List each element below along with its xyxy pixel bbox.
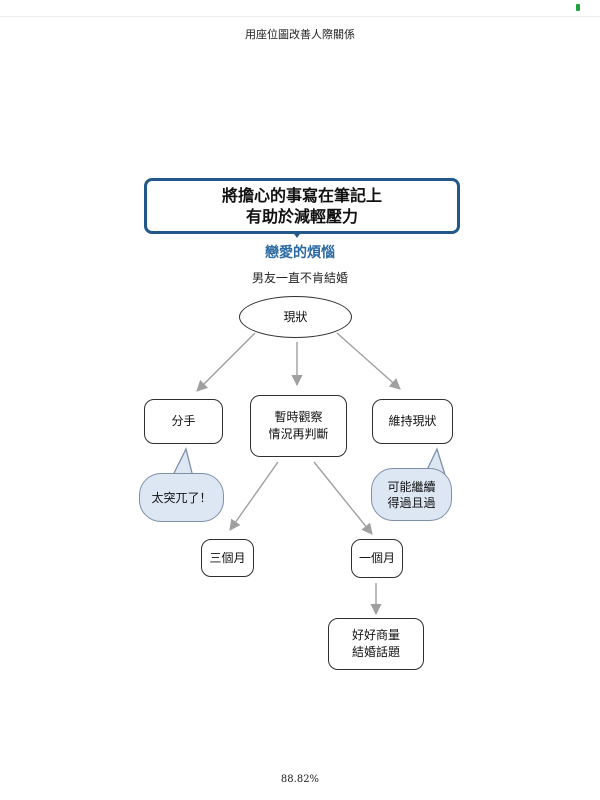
node-one-month: 一個月 xyxy=(351,539,403,578)
battery-icon xyxy=(576,4,580,11)
edge-status-maintain xyxy=(336,332,401,390)
zoom-level: 88.82% xyxy=(280,774,320,785)
status-bar xyxy=(0,0,600,17)
node-discuss: 好好商量 結婚話題 xyxy=(328,618,424,670)
node-three-months-label: 三個月 xyxy=(209,550,246,565)
diagram-caption: 男友一直不肯結婚 xyxy=(251,271,348,285)
node-breakup: 分手 xyxy=(144,399,223,444)
edge-observe-one-month xyxy=(313,461,373,535)
node-maintain-label: 維持現狀 xyxy=(388,414,437,428)
banner-line-2: 有助於減輕壓力 xyxy=(245,207,358,226)
banner-line-1: 將擔心的事寫在筆記上 xyxy=(221,186,382,205)
node-discuss-line-2: 結婚話題 xyxy=(351,645,400,659)
node-observe-line-2: 情況再判斷 xyxy=(268,427,329,441)
banner: 將擔心的事寫在筆記上 有助於減輕壓力 xyxy=(144,178,460,234)
node-discuss-line-1: 好好商量 xyxy=(351,628,400,642)
node-observe-line-1: 暫時觀察 xyxy=(274,410,323,424)
bubble-sudden: 太突兀了！ xyxy=(139,473,224,522)
page-title: 用座位圖改善人際關係 xyxy=(245,28,355,41)
node-status: 現狀 xyxy=(239,296,352,338)
node-status-label: 現狀 xyxy=(283,309,308,324)
node-maintain: 維持現狀 xyxy=(372,399,453,444)
node-observe: 暫時觀察 情況再判斷 xyxy=(250,395,347,457)
node-three-months: 三個月 xyxy=(201,539,254,577)
bubble-continue-line-1: 可能繼續 xyxy=(387,479,436,494)
bubble-sudden-text: 太突兀了！ xyxy=(151,490,212,505)
node-breakup-label: 分手 xyxy=(171,414,196,428)
node-one-month-label: 一個月 xyxy=(358,551,395,565)
bubble-tail-sudden xyxy=(171,447,194,478)
bubble-continue-line-2: 得過且過 xyxy=(387,495,436,510)
bubble-continue: 可能繼續 得過且過 xyxy=(371,468,452,521)
banner-pointer xyxy=(292,231,302,238)
edge-status-breakup xyxy=(196,332,256,392)
edge-observe-three-months xyxy=(229,461,279,531)
diagram-subtitle: 戀愛的煩惱 xyxy=(265,245,335,261)
